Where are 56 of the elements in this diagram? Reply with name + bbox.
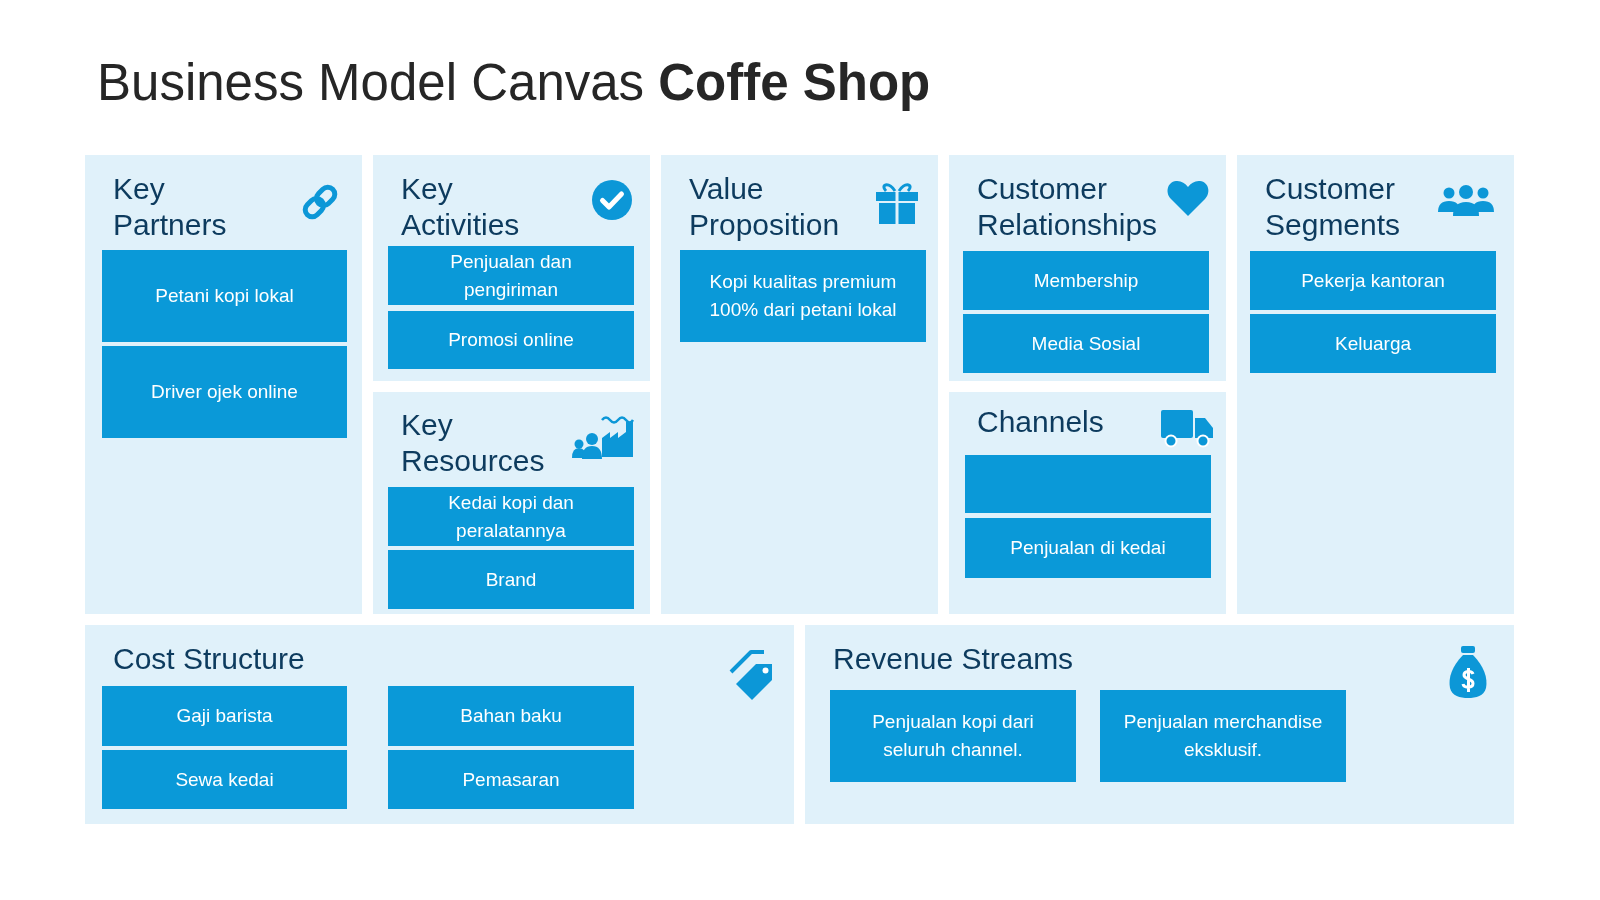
item-text: Media Sosial xyxy=(1031,331,1141,356)
item-card xyxy=(1250,314,1496,373)
section-heading: Revenue Streams xyxy=(833,641,1075,677)
item-card xyxy=(102,346,347,438)
item-text: Membership xyxy=(1033,268,1139,293)
item-card xyxy=(388,550,634,609)
item-text: Driver ojek online xyxy=(151,380,298,404)
section-heading: Value Proposition xyxy=(689,171,841,243)
item-text: Brand xyxy=(485,567,537,592)
item-card xyxy=(388,311,634,369)
section-heading: Cost Structure xyxy=(113,641,306,677)
item-card xyxy=(102,250,347,342)
item-text: Keluarga xyxy=(1334,331,1412,356)
item-card xyxy=(963,251,1209,310)
canvas-section xyxy=(85,625,794,824)
canvas-section xyxy=(373,392,650,614)
item-text: Penjualan merchandise eksklusif. xyxy=(1122,710,1324,762)
section-heading: Customer Segments xyxy=(1265,171,1402,243)
item-text: Pekerja kantoran xyxy=(1301,268,1445,293)
item-card xyxy=(388,246,634,305)
canvas-section xyxy=(805,625,1514,824)
item-card xyxy=(388,487,634,546)
item-text: Promosi online xyxy=(448,328,574,352)
item-card xyxy=(102,750,347,809)
canvas-section xyxy=(373,155,650,381)
section-heading: Channels xyxy=(977,404,1105,440)
section-heading: Key Resources xyxy=(401,407,546,479)
item-text: Pemasaran xyxy=(462,767,560,792)
item-text: Sewa kedai xyxy=(175,767,274,792)
item-text: Kopi kualitas premium 100% dari petani lokal xyxy=(708,270,898,322)
canvas-section xyxy=(661,155,938,614)
canvas-section xyxy=(1237,155,1514,614)
item-text: Penjualan di kedai xyxy=(1010,536,1166,560)
item-card xyxy=(388,686,634,746)
canvas-section xyxy=(949,392,1226,614)
section-heading: Key Activities xyxy=(401,171,521,243)
item-text: Bahan baku xyxy=(460,704,562,728)
item-card xyxy=(102,686,347,746)
item-card xyxy=(1100,690,1346,782)
item-text: Penjualan kopi dari seluruh channel. xyxy=(871,710,1035,762)
item-card xyxy=(830,690,1076,782)
canvas-section xyxy=(949,155,1226,381)
item-text: Petani kopi lokal xyxy=(155,284,294,308)
item-card xyxy=(963,314,1209,373)
item-card xyxy=(680,250,926,342)
item-card xyxy=(965,518,1211,578)
section-heading: Key Partners xyxy=(113,171,228,243)
item-card xyxy=(1250,251,1496,310)
item-text: Gaji barista xyxy=(176,704,273,728)
page-title: Business Model Canvas Coffe Shop xyxy=(97,53,931,113)
section-heading: Customer Relationships xyxy=(977,171,1159,243)
item-card xyxy=(388,750,634,809)
item-card xyxy=(965,455,1211,513)
canvas-section xyxy=(85,155,362,614)
item-text: Kedai kopi dan peralatannya xyxy=(447,490,575,543)
item-text: Penjualan dan pengiriman xyxy=(449,249,573,302)
